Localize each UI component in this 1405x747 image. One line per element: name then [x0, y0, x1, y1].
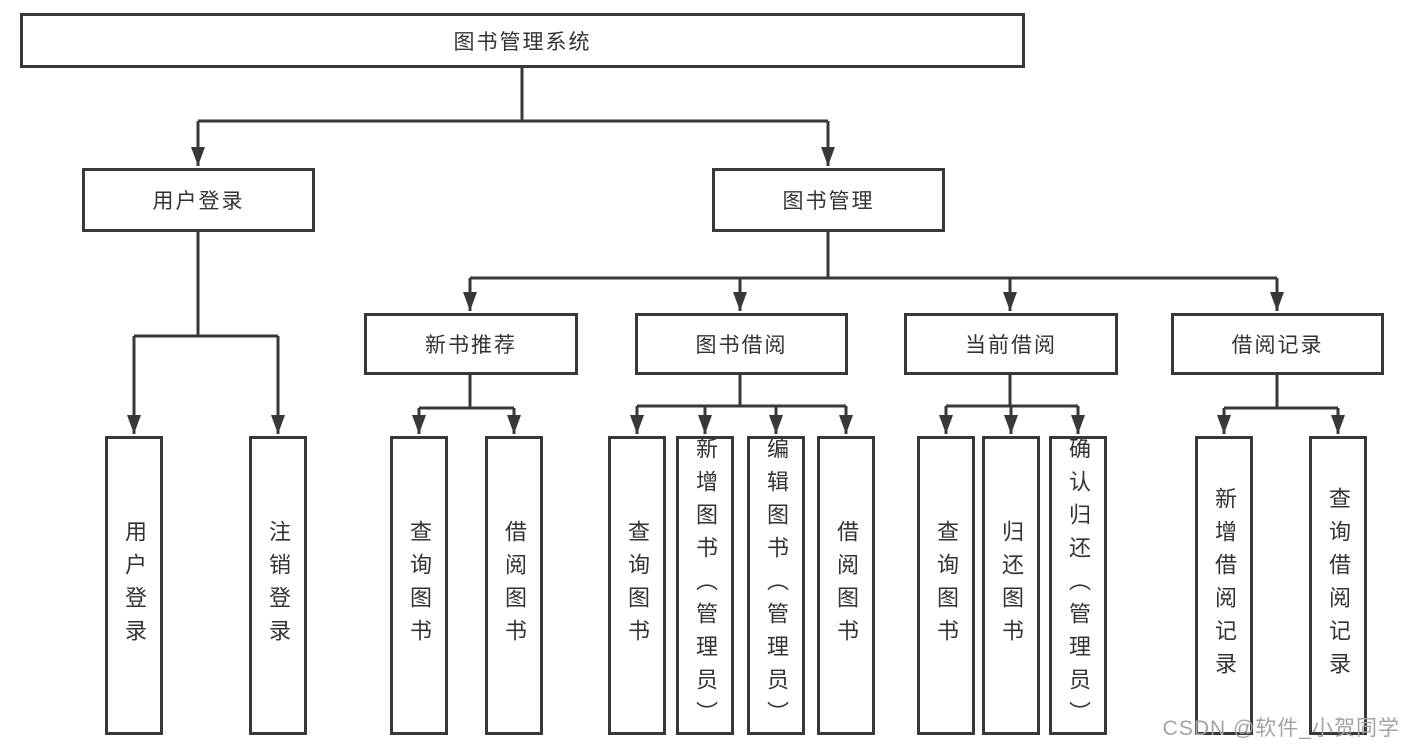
leaf-logout: 注销登录 — [249, 436, 307, 735]
leaf-borrow-books-1: 借阅图书 — [485, 436, 543, 735]
leaf-query-books-2: 查询图书 — [608, 436, 666, 735]
node-label: 确认归还（管理员） — [1066, 437, 1091, 734]
node-borrowing-records: 借阅记录 — [1171, 313, 1384, 375]
node-current-borrowing: 当前借阅 — [904, 313, 1118, 375]
leaf-query-books-1: 查询图书 — [390, 436, 448, 735]
csdn-watermark: CSDN @软件_小贺同学 — [1162, 717, 1400, 740]
leaf-query-borrow-record: 查询借阅记录 — [1309, 436, 1367, 735]
leaf-add-borrow-record: 新增借阅记录 — [1195, 436, 1253, 735]
node-label: 图书管理 — [782, 190, 875, 213]
node-label: 借阅图书 — [502, 519, 527, 652]
node-label: 归还图书 — [999, 519, 1024, 652]
node-label: 编辑图书（管理员） — [764, 437, 789, 734]
node-label: 当前借阅 — [965, 334, 1057, 357]
node-book-management: 图书管理 — [712, 168, 945, 232]
leaf-edit-book-admin: 编辑图书（管理员） — [747, 436, 805, 735]
node-label: 查询图书 — [407, 519, 432, 652]
leaf-borrow-books-2: 借阅图书 — [817, 436, 875, 735]
node-new-book-recommendation: 新书推荐 — [364, 313, 578, 375]
leaf-query-books-3: 查询图书 — [917, 436, 975, 735]
node-label: 用户登录 — [122, 519, 147, 652]
node-label: 新增借阅记录 — [1212, 486, 1237, 685]
node-label: 查询借阅记录 — [1326, 486, 1351, 685]
node-label: 借阅记录 — [1231, 334, 1324, 357]
leaf-return-book: 归还图书 — [982, 436, 1040, 735]
leaf-add-book-admin: 新增图书（管理员） — [676, 436, 734, 735]
node-label: 借阅图书 — [834, 519, 859, 652]
leaf-user-login: 用户登录 — [105, 436, 163, 735]
node-label: 图书借阅 — [695, 334, 788, 357]
node-label: 新增图书（管理员） — [693, 437, 718, 734]
node-user-login: 用户登录 — [82, 168, 315, 232]
node-library-management-system: 图书管理系统 — [20, 13, 1025, 68]
node-label: 注销登录 — [266, 519, 291, 652]
node-book-borrowing: 图书借阅 — [635, 313, 848, 375]
node-label: 新书推荐 — [425, 334, 517, 357]
node-label: 查询图书 — [934, 519, 959, 652]
node-label: 查询图书 — [625, 519, 650, 652]
node-label: 图书管理系统 — [453, 30, 592, 54]
leaf-confirm-return-admin: 确认归还（管理员） — [1049, 436, 1107, 735]
node-label: 用户登录 — [152, 190, 245, 213]
